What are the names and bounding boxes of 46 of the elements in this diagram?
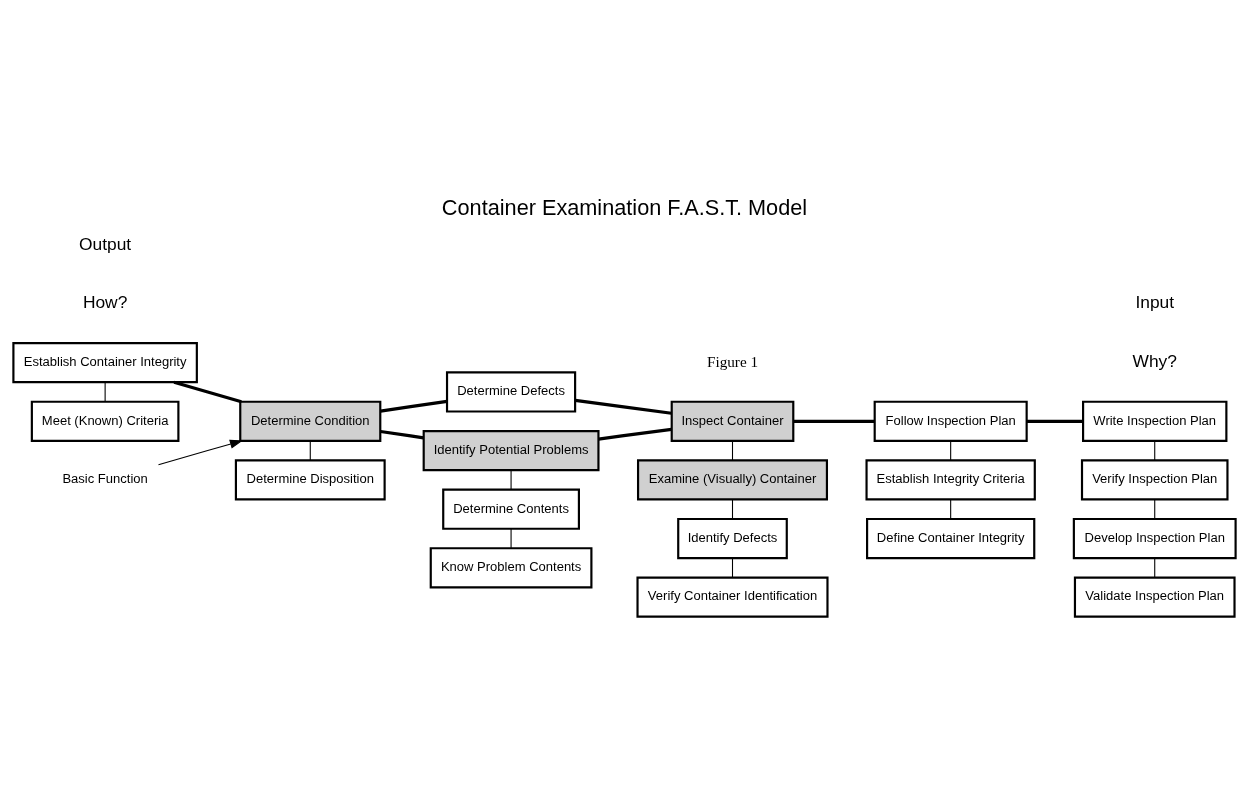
connector (380, 399, 448, 413)
node-box: Verify Inspection Plan (1080, 459, 1229, 501)
node-box: Examine (Visually) Container (637, 459, 828, 501)
connector (510, 528, 512, 549)
connector (1026, 419, 1084, 423)
node-box: Develop Inspection Plan (1072, 517, 1237, 560)
node-box: Meet (Known) Criteria (30, 400, 180, 442)
node-box: Establish Container Integrity (12, 342, 198, 384)
connector (575, 398, 672, 415)
node-box: Identify Potential Problems (422, 429, 600, 472)
connector (731, 557, 734, 578)
arrow (157, 439, 243, 466)
diagram-title: Container Examination F.A.S.T. Model (441, 195, 808, 221)
connector (510, 469, 512, 491)
label: How? (82, 292, 128, 313)
connector (598, 427, 672, 441)
connector (380, 429, 424, 440)
node-box: Verify Container Identification (636, 576, 829, 618)
node-box: Determine Defects (445, 371, 577, 413)
node-box: Determine Disposition (234, 459, 386, 501)
node-box: Define Container Integrity (866, 517, 1036, 560)
connector (950, 499, 952, 520)
node-box: Determine Contents (442, 488, 580, 530)
connector (309, 440, 311, 461)
label: Output (79, 233, 132, 254)
connector (1154, 557, 1156, 578)
connector (950, 440, 952, 461)
connector (173, 380, 242, 404)
node-box: Identify Defects (677, 517, 788, 560)
label: Input (1135, 292, 1175, 313)
connector (793, 419, 875, 423)
node-box: Validate Inspection Plan (1073, 576, 1236, 618)
node-box: Write Inspection Plan (1082, 400, 1228, 442)
node-text: Basic Function (62, 471, 148, 487)
connector (1154, 499, 1156, 520)
connector (104, 381, 106, 403)
node-box: Inspect Container (670, 400, 795, 442)
connector (731, 440, 734, 461)
node-box: Determine Condition (239, 400, 382, 442)
node-box: Follow Inspection Plan (873, 400, 1028, 442)
connector (731, 499, 734, 520)
connector (1154, 440, 1156, 461)
node-box: Establish Integrity Criteria (865, 459, 1036, 501)
caption: Figure 1 (706, 352, 759, 370)
node-box: Know Problem Contents (429, 547, 593, 589)
label: Why? (1132, 350, 1177, 371)
